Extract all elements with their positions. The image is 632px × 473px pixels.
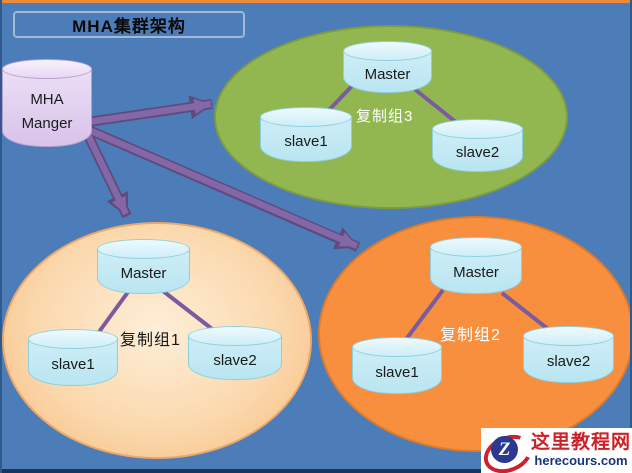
site-name: 这里教程网 bbox=[531, 432, 632, 453]
diagram-title-box: MHA集群架构 bbox=[13, 11, 245, 38]
site-url: herecours.com bbox=[534, 453, 628, 468]
right-border-strip bbox=[630, 0, 632, 473]
group2-master-cylinder: Master bbox=[430, 237, 522, 294]
g1-master-slave2-link bbox=[161, 289, 218, 334]
bottom-border-strip bbox=[0, 469, 632, 473]
group3-slave2-label: slave2 bbox=[455, 144, 500, 161]
group3-slave1-cylinder: slave1 bbox=[260, 107, 352, 162]
group1-label: 复制组1 bbox=[120, 332, 181, 349]
diagram-title: MHA集群架构 bbox=[72, 17, 186, 36]
top-border-strip bbox=[0, 0, 632, 3]
g2-master-slave1-link bbox=[402, 288, 445, 344]
arrow-manager-group2 bbox=[87, 127, 359, 249]
mha-manager-label-line1: MHA bbox=[30, 91, 64, 108]
group3-label: 复制组3 bbox=[356, 108, 414, 125]
group2-label: 复制组2 bbox=[440, 327, 501, 344]
group3-master-cylinder: Master bbox=[343, 41, 432, 93]
logo-circle-icon: Z bbox=[491, 436, 518, 463]
arrow-manager-group3 bbox=[87, 98, 212, 126]
site-logo-icon: Z bbox=[478, 427, 538, 473]
mha-manager-label-line2: Manger bbox=[21, 115, 73, 132]
group1-master-label: Master bbox=[120, 265, 167, 282]
group2-slave1-label: slave1 bbox=[375, 364, 419, 381]
group1-slave1-cylinder: slave1 bbox=[28, 329, 118, 386]
g1-master-slave1-link bbox=[94, 290, 130, 338]
mha-manager-cylinder: MHA Manger bbox=[2, 59, 92, 147]
arrow-manager-group1 bbox=[82, 127, 129, 216]
group3-slave2-cylinder: slave2 bbox=[432, 119, 523, 172]
group1-slave2-cylinder: slave2 bbox=[188, 326, 282, 380]
group2-master-label: Master bbox=[453, 264, 499, 281]
group1-master-cylinder: Master bbox=[97, 239, 190, 294]
group2-slave1-cylinder: slave1 bbox=[352, 337, 442, 394]
left-border-strip bbox=[0, 0, 2, 473]
group1-slave2-label: slave2 bbox=[213, 351, 257, 369]
group3-master-label: Master bbox=[364, 65, 411, 83]
g3-master-slave1-link bbox=[327, 84, 354, 112]
site-watermark: Z 这里教程网 herecours.com bbox=[478, 427, 632, 473]
group2-slave2-label: slave2 bbox=[546, 353, 591, 370]
group2-slave2-cylinder: slave2 bbox=[523, 326, 614, 383]
group1-slave1-label: slave1 bbox=[51, 356, 95, 373]
replication-links bbox=[94, 84, 550, 344]
logo-letter: Z bbox=[498, 439, 511, 460]
g2-master-slave2-link bbox=[500, 291, 550, 331]
group3-slave1-label: slave1 bbox=[284, 133, 328, 150]
